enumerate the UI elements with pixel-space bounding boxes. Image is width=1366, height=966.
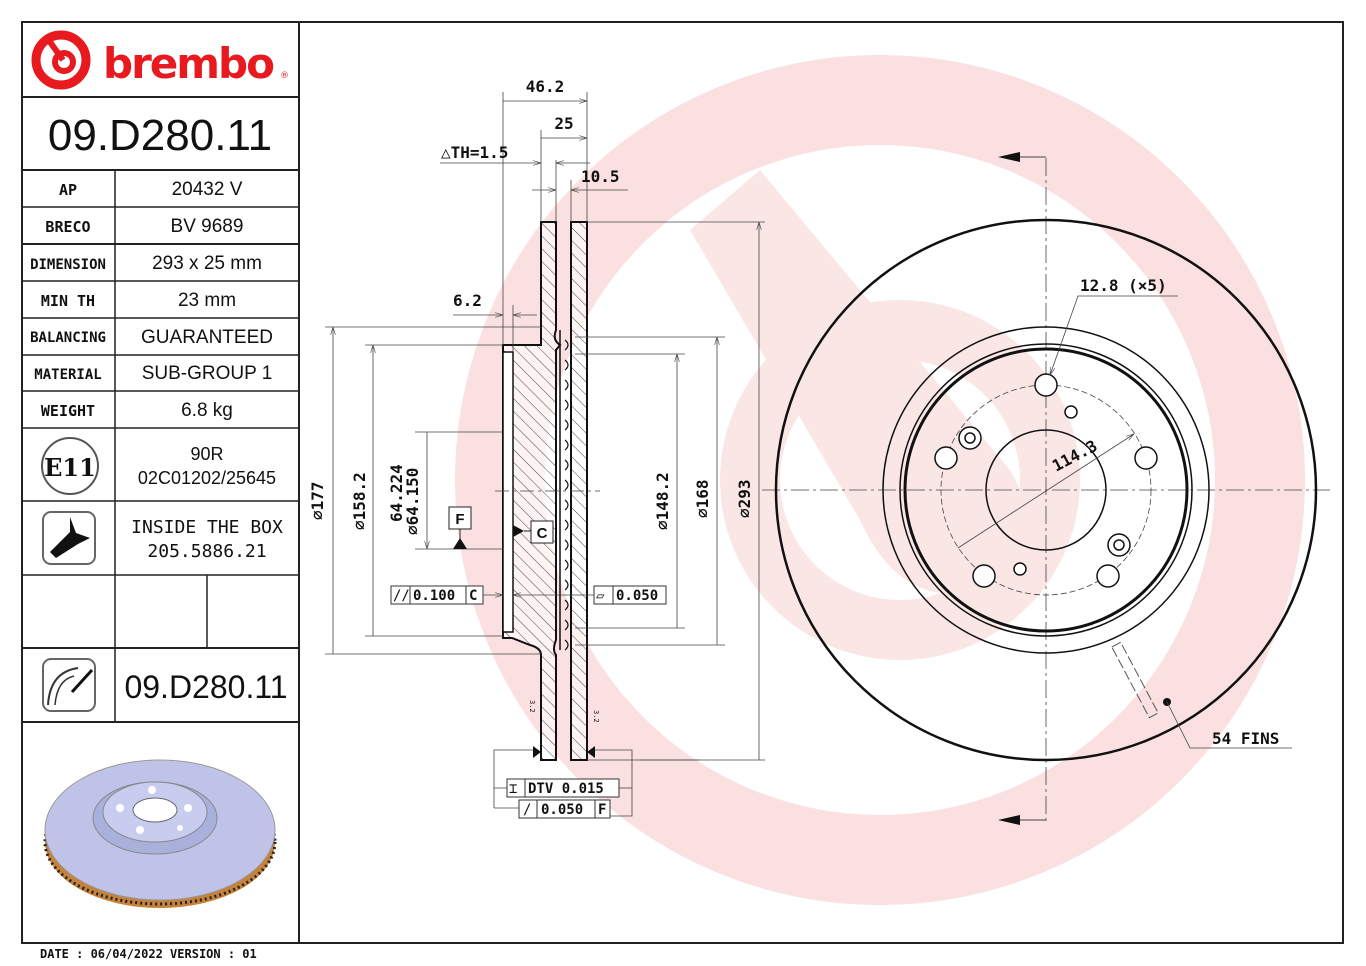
datum-c: C [513, 520, 554, 544]
svg-text:DTV 0.015: DTV 0.015 [528, 781, 604, 797]
brembo-watermark [455, 55, 1305, 905]
svg-text:GUARANTEED: GUARANTEED [141, 327, 273, 348]
disc-part-number: 09.D280.11 [124, 669, 287, 705]
dim-fins: 54 FINS [1212, 729, 1279, 748]
svg-text:BV 9689: BV 9689 [171, 216, 244, 237]
svg-text:®: ® [280, 71, 289, 81]
svg-text:C: C [537, 525, 548, 542]
svg-text:F: F [598, 802, 606, 818]
svg-text:DIMENSION: DIMENSION [30, 257, 106, 273]
flatness-tolerance: ▱ 0.050 [593, 585, 667, 605]
svg-text:AP: AP [59, 181, 77, 199]
disc-render [43, 759, 277, 908]
svg-text:20432 V: 20432 V [172, 179, 243, 200]
homologation-code: 90R [190, 444, 223, 464]
svg-text:BALANCING: BALANCING [30, 330, 106, 346]
dim-holes: 12.8 (×5) [1080, 276, 1167, 295]
svg-text:MIN TH: MIN TH [41, 292, 95, 310]
svg-text:/: / [523, 802, 531, 818]
svg-text:E11: E11 [44, 453, 96, 482]
screw-note: INSIDE THE BOX [131, 517, 283, 538]
svg-text:0.100: 0.100 [413, 588, 455, 604]
screw-icon [42, 511, 96, 565]
surface-roughness: 3.2 3.2 [528, 700, 600, 723]
dim-cheek: 10.5 [581, 167, 620, 186]
svg-text:▱: ▱ [596, 588, 605, 604]
svg-text:SUB-GROUP 1: SUB-GROUP 1 [142, 363, 273, 384]
svg-text:0.050: 0.050 [541, 802, 583, 818]
dim-d168: ⌀168 [693, 479, 712, 518]
svg-text:brembo: brembo [103, 39, 274, 88]
svg-text:23 mm: 23 mm [178, 290, 236, 311]
dim-d64-150: ⌀64.150 [403, 468, 422, 535]
dim-d148: ⌀148.2 [653, 472, 672, 530]
dim-thickness: 25 [554, 114, 573, 133]
e11-homologation-icon: E11 [41, 437, 99, 495]
parallelism-tolerance: // 0.100 C [390, 585, 594, 605]
title-block-grid [22, 96, 299, 723]
svg-text:3.2: 3.2 [592, 710, 600, 723]
dim-hat-thickness: 6.2 [453, 291, 482, 310]
dim-overall-height: 46.2 [526, 77, 565, 96]
svg-text:BRECO: BRECO [45, 218, 90, 236]
dtv-tolerance: ⌶ DTV 0.015 / 0.050 F [493, 746, 633, 819]
dim-d177: ⌀177 [308, 481, 327, 520]
svg-text:F: F [455, 511, 464, 528]
svg-text:C: C [469, 588, 477, 604]
svg-text:6.8 kg: 6.8 kg [181, 400, 233, 421]
datum-f: F [448, 506, 472, 549]
screw-part-number: 205.5886.21 [147, 541, 266, 562]
svg-text:WEIGHT: WEIGHT [41, 402, 95, 420]
svg-text:0.050: 0.050 [616, 588, 658, 604]
spec-table: AP 20432 V BRECO BV 9689 DIMENSION 293 x… [30, 179, 273, 421]
front-view: 114.3 12.8 (×5) 54 FINS [762, 152, 1330, 825]
drawing-frame [21, 21, 1344, 944]
dim-d158: ⌀158.2 [350, 472, 369, 530]
homologation-number: 02C01202/25645 [138, 468, 276, 488]
dim-delta-th: △TH=1.5 [441, 143, 508, 162]
section-view: 46.2 25 △TH=1.5 10.5 6.2 ⌀177 ⌀158.2 64.… [308, 77, 765, 819]
svg-text:293 x 25 mm: 293 x 25 mm [152, 253, 262, 274]
footer-date-version: DATE : 06/04/2022 VERSION : 01 [40, 947, 257, 961]
svg-text:⌶: ⌶ [509, 781, 517, 797]
dim-d64-224: 64.224 [387, 464, 406, 522]
part-number: 09.D280.11 [48, 111, 272, 160]
disc-icon [42, 658, 96, 712]
svg-text:MATERIAL: MATERIAL [34, 367, 101, 383]
svg-text:3.2: 3.2 [528, 700, 536, 713]
dim-d293: ⌀293 [735, 479, 754, 518]
brembo-logo: brembo ® [31, 30, 289, 90]
svg-text://: // [393, 588, 410, 604]
